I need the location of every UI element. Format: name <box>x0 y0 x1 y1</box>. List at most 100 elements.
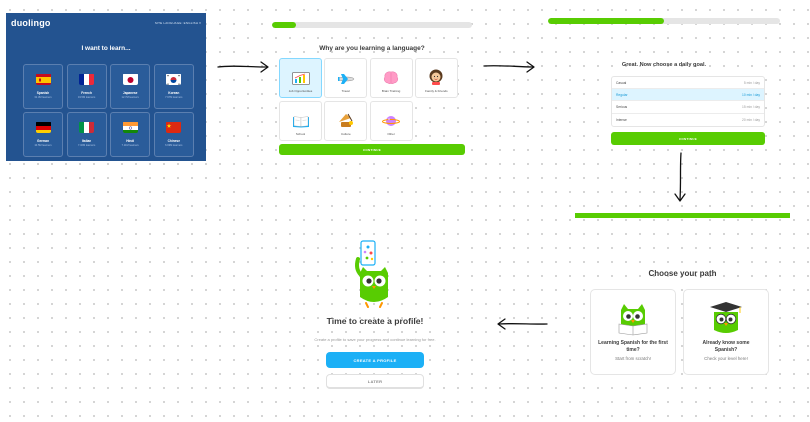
language-card-korean[interactable]: Korean 7.97M learners <box>153 64 194 109</box>
goal-amount: 5 min / day <box>743 80 760 85</box>
goal-label: Casual <box>616 80 627 85</box>
path-screen: Choose your path Learning Spanish for th… <box>575 213 790 403</box>
language-learners: 12.7M learners <box>121 96 139 99</box>
profile-subtitle: Create a profile to save your progress a… <box>314 337 436 342</box>
reason-label: Culture <box>340 132 351 136</box>
profile-title: Time to create a profile! <box>326 316 424 326</box>
goal-screen: Great. Now choose a daily goal. Casual 5… <box>546 15 782 148</box>
reason-card-family[interactable]: Family & Friends <box>414 58 458 98</box>
goal-list: Casual 5 min / day Regular 10 min / day … <box>611 76 765 127</box>
language-grid: Spanish 31.3M learners French 19.5M lear… <box>23 64 194 157</box>
language-name: Italian <box>81 139 92 143</box>
reason-card-job[interactable]: Job Opportunities <box>279 58 322 98</box>
owl-book-icon <box>618 304 648 336</box>
goal-option-intense[interactable]: Intense 20 min / day <box>612 114 764 126</box>
reason-label: Travel <box>341 89 350 93</box>
language-learners: 19.5M learners <box>77 96 96 99</box>
path-option-beginner[interactable]: Learning Spanish for the first time? Sta… <box>590 289 676 375</box>
language-name: Spanish <box>36 91 50 95</box>
reason-card-school[interactable]: School <box>279 101 322 141</box>
language-card-japanese[interactable]: Japanese 12.7M learners <box>110 64 151 109</box>
flow-arrow-right-icon <box>483 61 535 73</box>
germany-flag-icon <box>35 121 51 133</box>
path-title: Choose your path <box>648 269 717 278</box>
reason-card-other[interactable]: Other <box>369 101 413 141</box>
italy-flag-icon <box>79 121 95 133</box>
goal-label: Serious <box>616 104 628 109</box>
planet-icon <box>382 116 401 126</box>
language-card-french[interactable]: French 19.5M learners <box>66 64 107 109</box>
path-option-placement[interactable]: Already know some Spanish? Check your le… <box>683 289 769 375</box>
chart-icon <box>291 72 310 85</box>
progress-bar <box>548 18 780 24</box>
reason-question: Why are you learning a language? <box>319 45 425 52</box>
continue-button[interactable]: CONTINUE <box>611 132 765 145</box>
owl-graduate-icon <box>710 302 742 333</box>
goal-amount: 10 min / day <box>742 92 760 97</box>
later-button[interactable]: LATER <box>326 374 424 389</box>
flow-arrow-left-icon <box>497 318 548 330</box>
language-learners: 7.11M learners <box>121 144 139 147</box>
reason-card-travel[interactable]: Travel <box>324 58 368 98</box>
language-learners: 7.32M learners <box>77 144 96 147</box>
progress-fill <box>272 22 296 28</box>
language-name: Japanese <box>122 91 138 95</box>
france-flag-icon <box>79 73 95 85</box>
goal-option-serious[interactable]: Serious 15 min / day <box>612 101 764 114</box>
goal-label: Intense <box>616 117 627 122</box>
airplane-icon <box>337 74 355 84</box>
reason-label: Brain Training <box>381 89 401 93</box>
goal-option-regular[interactable]: Regular 10 min / day <box>612 89 764 102</box>
reason-label: Job Opportunities <box>288 89 313 93</box>
reason-screen: Why are you learning a language? Job Opp… <box>272 19 472 165</box>
language-learners: 7.97M learners <box>165 96 183 99</box>
language-name: Chinese <box>167 139 180 143</box>
goal-amount: 20 min / day <box>742 117 760 122</box>
book-icon <box>292 116 309 128</box>
language-card-spanish[interactable]: Spanish 31.3M learners <box>23 64 63 109</box>
language-learners: 10.5M learners <box>34 144 52 147</box>
progress-bar-complete <box>575 213 790 218</box>
goal-label: Regular <box>616 92 628 97</box>
japan-flag-icon <box>122 73 138 85</box>
goal-amount: 15 min / day <box>742 104 760 109</box>
language-name: Korean <box>168 91 180 95</box>
progress-fill <box>548 18 664 24</box>
path-option-subtitle: Check your level here! <box>704 355 748 361</box>
reason-label: Other <box>387 132 395 136</box>
language-card-italian[interactable]: Italian 7.32M learners <box>66 112 107 157</box>
profile-screen: Time to create a profile! Create a profi… <box>281 234 469 394</box>
language-screen: duolingo SITE LANGUAGE: ENGLISH ▾ I want… <box>6 13 206 161</box>
continue-button[interactable]: CONTINUE <box>279 144 465 155</box>
goal-question: Great. Now choose a daily goal. <box>621 62 707 68</box>
language-learners: 6.99M learners <box>165 144 183 147</box>
language-card-hindi[interactable]: Hindi 7.11M learners <box>110 112 151 157</box>
goal-option-casual[interactable]: Casual 5 min / day <box>612 77 764 90</box>
person-icon <box>429 69 443 85</box>
reason-grid: Job Opportunities Travel Brain Training … <box>279 58 458 141</box>
path-option-title: Already know some Spanish? <box>702 340 750 353</box>
brain-icon <box>384 71 399 84</box>
duolingo-logo[interactable]: duolingo <box>11 18 51 28</box>
flow-arrow-down-icon <box>674 152 686 202</box>
language-name: French <box>81 91 92 95</box>
create-profile-button[interactable]: CREATE A PROFILE <box>326 352 424 368</box>
reason-label: Family & Friends <box>425 89 448 93</box>
korea-flag-icon <box>166 73 182 85</box>
path-option-subtitle: Start from scratch! <box>615 355 651 361</box>
path-option-title: Learning Spanish for the first time? <box>598 340 668 353</box>
owl-phone-icon <box>355 240 388 308</box>
reason-card-culture[interactable]: Culture <box>324 101 368 141</box>
language-card-german[interactable]: German 10.5M learners <box>23 112 63 157</box>
culture-icon <box>338 113 353 127</box>
language-name: Hindi <box>126 139 135 143</box>
language-learners: 31.3M learners <box>34 96 52 99</box>
spain-flag-icon <box>35 73 51 85</box>
india-flag-icon <box>122 121 138 133</box>
china-flag-icon <box>166 121 182 133</box>
site-language-selector[interactable]: SITE LANGUAGE: ENGLISH ▾ <box>154 21 201 25</box>
progress-bar <box>272 22 472 28</box>
reason-card-brain[interactable]: Brain Training <box>369 58 413 98</box>
reason-label: School <box>295 132 306 136</box>
language-card-chinese[interactable]: Chinese 6.99M learners <box>153 112 194 157</box>
